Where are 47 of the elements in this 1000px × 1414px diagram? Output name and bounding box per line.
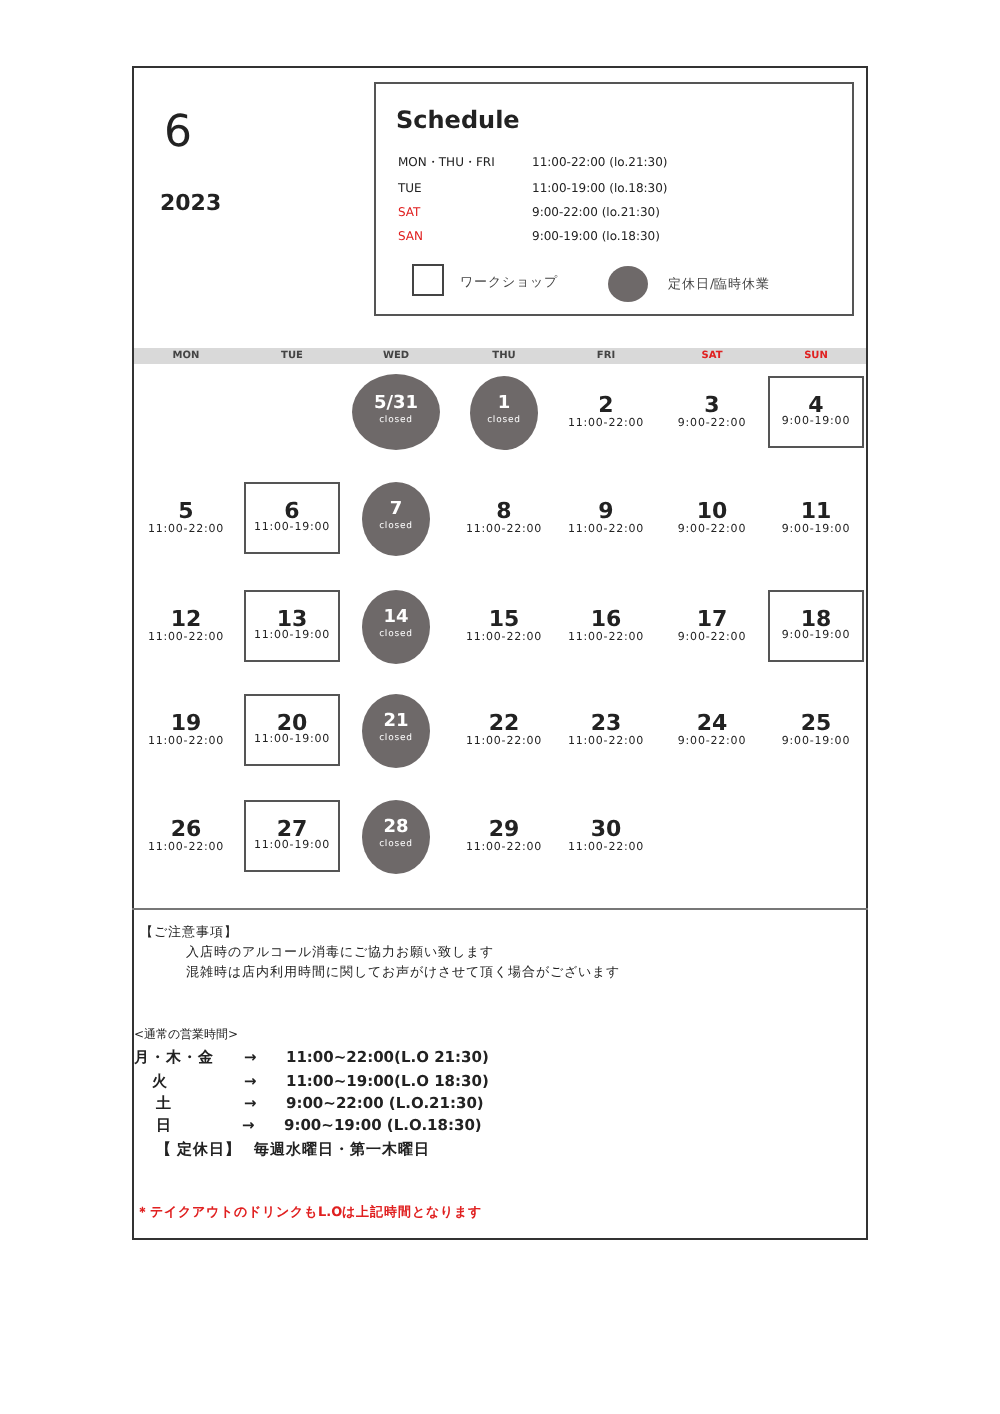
day-number: 25 bbox=[800, 712, 832, 734]
closed-day-circle bbox=[352, 374, 440, 450]
day-number: 17 bbox=[696, 608, 728, 630]
day-number: 18 bbox=[800, 608, 832, 631]
day-number: 5 bbox=[178, 500, 194, 522]
day-number: 5/31 bbox=[373, 396, 419, 415]
closed-day-circle bbox=[362, 481, 430, 555]
month-number: 6 bbox=[164, 112, 192, 156]
day-number: 21 bbox=[383, 714, 409, 733]
day-number: 12 bbox=[170, 608, 202, 630]
day-number: 30 bbox=[590, 818, 622, 840]
day-number: 20 bbox=[276, 712, 308, 735]
day-number: 19 bbox=[170, 712, 202, 734]
day-number: 2 bbox=[598, 394, 614, 416]
day-number: 6 bbox=[284, 500, 300, 523]
closed-day-circle bbox=[470, 375, 538, 449]
day-number: 27 bbox=[276, 818, 308, 841]
day-number: 9 bbox=[598, 500, 614, 522]
day-number: 26 bbox=[170, 818, 202, 840]
workshop-box bbox=[244, 482, 340, 554]
closed-day-circle bbox=[362, 589, 430, 663]
closed-day-circle bbox=[362, 693, 430, 767]
day-number: 22 bbox=[488, 712, 520, 734]
day-number: 16 bbox=[590, 608, 622, 630]
day-number: 15 bbox=[488, 608, 520, 630]
year-text: 2023 bbox=[160, 192, 222, 214]
workshop-box bbox=[768, 590, 864, 662]
workshop-box bbox=[244, 694, 340, 766]
day-number: 23 bbox=[590, 712, 622, 734]
workshop-box bbox=[244, 800, 340, 872]
workshop-box bbox=[768, 376, 864, 448]
day-number: 3 bbox=[704, 394, 720, 416]
day-number: 13 bbox=[276, 608, 308, 631]
schedule-box bbox=[374, 82, 854, 316]
day-number: 11 bbox=[800, 500, 832, 522]
day-number: 14 bbox=[383, 610, 409, 629]
day-number: 4 bbox=[808, 394, 824, 417]
workshop-box bbox=[244, 590, 340, 662]
heading: Schedule bbox=[396, 106, 520, 134]
day-number: 7 bbox=[389, 502, 403, 521]
day-number: 1 bbox=[497, 396, 511, 415]
closed-day-circle bbox=[362, 799, 430, 873]
day-number: 24 bbox=[696, 712, 728, 734]
day-number: 29 bbox=[488, 818, 520, 840]
day-number: 28 bbox=[383, 820, 409, 839]
day-number: 10 bbox=[696, 500, 728, 522]
day-number: 8 bbox=[496, 500, 512, 522]
